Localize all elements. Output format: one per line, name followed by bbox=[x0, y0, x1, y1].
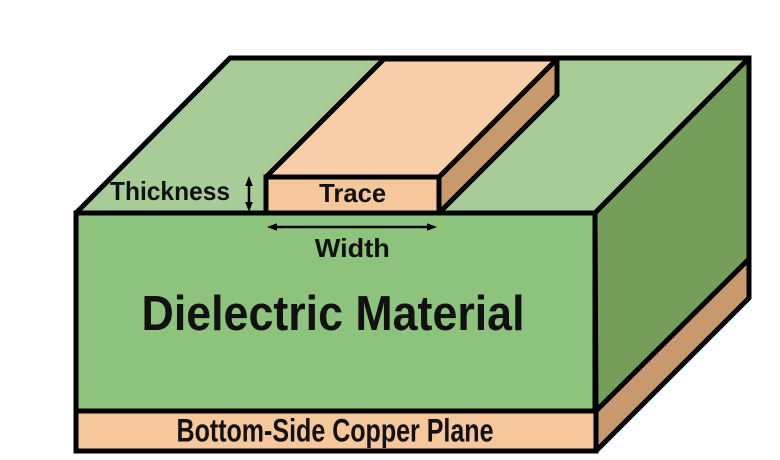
svg-text:Width: Width bbox=[315, 233, 390, 263]
svg-text:Bottom-Side Copper Plane: Bottom-Side Copper Plane bbox=[177, 413, 494, 449]
svg-text:Thickness: Thickness bbox=[110, 176, 230, 206]
svg-text:Trace: Trace bbox=[319, 178, 386, 208]
svg-text:Dielectric Material: Dielectric Material bbox=[142, 287, 525, 341]
